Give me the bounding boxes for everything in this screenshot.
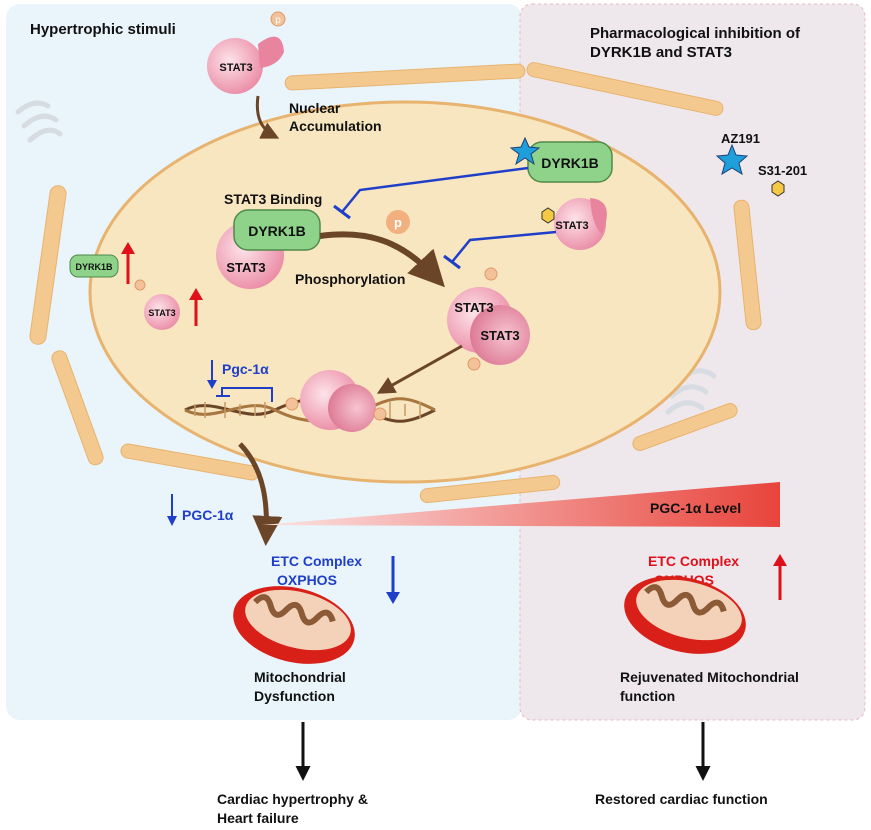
etc-label-left-1: ETC Complex [271,553,362,569]
cell-membrane [29,62,762,504]
az191-bound-icon [509,136,541,166]
up-arrowhead [189,288,203,300]
stat3-label-right: STAT3 [555,220,588,232]
final-left-line2: Heart failure [217,810,299,826]
phosphate-icon: p [394,215,402,230]
right-panel-title-line2: DYRK1B and STAT3 [590,44,732,61]
stat3-dimer-label-2: STAT3 [480,328,519,343]
s31-icon [771,180,785,197]
dyrk1b-upregulated: DYRK1B [69,254,119,278]
inhibition-bar [333,204,351,220]
etc-label-left-2: OXPHOS [277,572,337,588]
phosphorylation-arrow [319,231,445,288]
golgi-apparatus [15,100,717,415]
stat3-label-center: STAT3 [226,260,265,275]
pgc-gene-label: Pgc-1α [222,361,269,377]
nuclear-accumulation-arrow [255,95,280,139]
result-left-line2: Dysfunction [254,688,335,704]
dyrk1b-label-right: DYRK1B [541,155,599,171]
left-panel-title: Hypertrophic stimuli [30,21,176,38]
phosphorylation-label: Phosphorylation [295,271,405,287]
dyrk1b-stat3-complex: DYRK1B STAT3 [216,209,321,289]
pgc-protein-label: PGC-1α [182,507,234,523]
etc-label-right-1: ETC Complex [648,553,739,569]
down-arrowhead [167,516,177,526]
down-arrowhead [207,380,217,389]
s31-bound-icon [541,207,555,224]
mitochondrion-right [624,576,746,654]
nuclear-label-line2: Accumulation [289,118,382,134]
result-left-line1: Mitochondrial [254,669,346,685]
mitochondrion-left [233,586,355,664]
stat3-cytoplasm: p STAT3 [207,11,286,94]
nucleus [88,100,722,484]
up-arrowhead [773,554,787,566]
stat3-label-small: STAT3 [148,308,175,318]
stat3-dimer: STAT3 STAT3 [447,267,530,371]
az191-icon [715,143,749,176]
nuclear-label-line1: Nuclear [289,100,341,116]
stat3-upregulated: STAT3 [134,279,180,330]
pgc-level-gradient [262,482,780,527]
to-mitochondria-arrow [238,442,283,546]
right-panel-title-line1: Pharmacological inhibition of [590,25,801,42]
stat3-binding-label: STAT3 Binding [224,191,322,207]
result-right-line1: Rejuvenated Mitochondrial [620,669,799,685]
final-right: Restored cardiac function [595,791,768,807]
dyrk1b-label-center: DYRK1B [248,223,306,239]
az191-label: AZ191 [721,131,760,146]
dyrk1b-inhibition-line [341,166,529,213]
inhibition-bar [443,254,461,270]
result-right-line2: function [620,688,675,704]
s31-label: S31-201 [758,163,807,178]
dimer-to-dna-arrow [376,344,463,394]
stat3-dimer-label-1: STAT3 [454,300,493,315]
down-arrowhead [386,592,400,604]
phospho-marker: p [275,15,281,26]
final-left-line1: Cardiac hypertrophy & [217,791,368,807]
up-arrowhead [121,242,135,254]
pgc-repression-line [221,387,273,402]
stat3-inhibited: STAT3 [541,198,607,250]
stat3-inhibition-line [451,230,557,263]
stat3-dimer-on-dna [285,370,387,432]
pgc-level-label: PGC-1α Level [650,500,741,516]
stat3-label-top: STAT3 [219,62,252,74]
dyrk1b-inhibited: DYRK1B [509,136,613,183]
dyrk1b-label-small: DYRK1B [75,262,113,272]
